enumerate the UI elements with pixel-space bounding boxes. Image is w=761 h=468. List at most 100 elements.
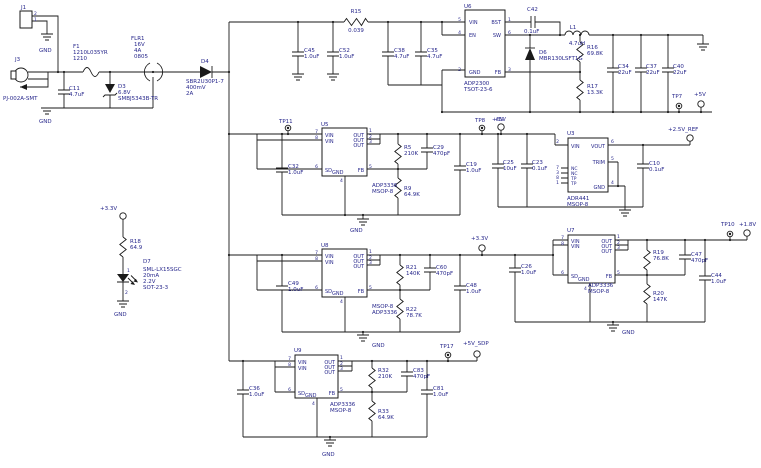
j1-ground xyxy=(40,33,54,41)
u9-num-4: 4 xyxy=(312,401,315,407)
u8-num-7: 7 xyxy=(315,250,318,256)
ldo-u7-section xyxy=(508,229,751,332)
c83-val: 470pF xyxy=(413,374,430,380)
net-5v-ldo-label: +5V xyxy=(494,117,506,123)
c29-val: 470pF xyxy=(433,151,450,157)
u8-pin-out1: OUT xyxy=(353,254,365,260)
d7-num-1: 1 xyxy=(127,268,130,274)
u7-pin-fb: FB xyxy=(606,274,613,280)
r20-resistor xyxy=(643,283,651,305)
u9-ground xyxy=(323,439,337,447)
d7-part: SML-LX15SGC xyxy=(143,267,182,273)
r5-resistor xyxy=(394,143,402,165)
c19-val: 1.0uF xyxy=(466,168,481,174)
u3-pin-tp2: TP xyxy=(570,181,577,187)
d3-zener-diode xyxy=(103,84,117,97)
r33-ref: R33 xyxy=(378,409,389,415)
u8-pin-fb: FB xyxy=(358,289,365,295)
c42-val: 0.1uF xyxy=(524,29,539,35)
u8-pin-vin2: VIN xyxy=(325,260,334,266)
u7-num-6: 6 xyxy=(561,270,564,276)
u3-adr441-box xyxy=(568,138,608,192)
d4-part: SBR2U30P1-7 xyxy=(186,79,224,85)
u5-num-3: 3 xyxy=(369,139,372,145)
u8-num-4: 4 xyxy=(340,299,343,305)
tp10-label: TP10 xyxy=(720,222,735,228)
u3-num-4: 4 xyxy=(611,180,614,186)
u5-num-6: 6 xyxy=(315,164,318,170)
u8-pin-gnd: GND xyxy=(332,291,344,297)
u9-pin-out1: OUT xyxy=(324,360,336,366)
rail-5v-label: +5V xyxy=(492,117,504,123)
u6-pin-fb: FB xyxy=(495,70,502,76)
c60-capacitor xyxy=(423,267,437,273)
r22-ref: R22 xyxy=(406,307,417,313)
u6-pin-gnd: GND xyxy=(469,70,481,76)
u9-pin-gnd: GND xyxy=(305,393,317,399)
d6-schottky-diode xyxy=(525,48,535,60)
c32-ref: C32 xyxy=(288,164,299,170)
tp7-label: TP7 xyxy=(671,94,683,100)
u3-pin-nc2: NC xyxy=(571,171,578,177)
net-3v3-terminal xyxy=(478,244,486,252)
u3-ref: U3 xyxy=(567,131,575,137)
u6-part: ADP2300 xyxy=(464,81,490,87)
c23-val: 0.1uF xyxy=(532,166,547,172)
buck-wires xyxy=(229,16,712,361)
u7-pkg: MSOP-8 xyxy=(588,289,610,295)
u3-num-1: 1 xyxy=(556,180,559,186)
d7-num-2: 2 xyxy=(125,290,128,296)
r18-ref: R18 xyxy=(130,239,141,245)
c37-val: 22uF xyxy=(646,70,660,76)
c29-ref: C29 xyxy=(433,145,444,151)
tp11-testpoint xyxy=(284,124,292,132)
d3-part: SMBJ5343B-TR xyxy=(118,96,158,102)
ldo5-wires xyxy=(229,130,568,219)
r5-ref: R5 xyxy=(404,145,412,151)
u7-ground xyxy=(606,324,620,332)
c52-capacitor xyxy=(326,51,340,57)
c40-val: 22uF xyxy=(673,70,687,76)
d4-amp: 2A xyxy=(186,91,193,97)
c26-val: 1.0uF xyxy=(521,270,536,276)
d7-ref: D7 xyxy=(143,259,151,265)
u9-pkg: MSOP-8 xyxy=(330,408,352,414)
u6-num-6: 6 xyxy=(508,30,511,36)
u6-pin-vin: VIN xyxy=(469,20,478,26)
ldo-u8-section xyxy=(229,244,553,342)
d7-led xyxy=(117,274,138,285)
u3-num-2: 2 xyxy=(556,139,559,145)
u9-num-3: 3 xyxy=(340,366,343,372)
u7-ref: U7 xyxy=(567,228,575,234)
u9-gnd-label: GND xyxy=(322,452,335,458)
u7-pin-sd: SD xyxy=(571,274,578,280)
c45-ref: C45 xyxy=(304,48,315,54)
r9-val: 64.9K xyxy=(404,192,420,198)
c83-ref: C83 xyxy=(413,368,424,374)
u8-adp3336-box xyxy=(322,249,367,297)
c44-capacitor xyxy=(698,275,712,281)
l1-val: 4.7uH xyxy=(569,41,585,47)
u5-part: ADP3336 xyxy=(372,183,398,189)
u5-pin-gnd: GND xyxy=(332,170,344,176)
r21-val: 140K xyxy=(406,271,420,277)
r32-resistor xyxy=(368,367,376,389)
r17-ref: R17 xyxy=(587,84,598,90)
u9-num-2: 2 xyxy=(340,361,343,367)
led-ground xyxy=(116,300,130,308)
u9-num-5: 5 xyxy=(340,387,343,393)
output-ground xyxy=(696,43,710,51)
r17-val: 13.3K xyxy=(587,90,603,96)
d4-ref: D4 xyxy=(201,59,209,65)
c10-ref: C10 xyxy=(649,161,660,167)
d3-val: 6.8V xyxy=(118,90,131,96)
net-5v-terminal xyxy=(697,100,705,108)
u6-pin-en: EN xyxy=(469,33,476,39)
u8-pin-out2: OUT xyxy=(353,259,365,265)
net-5v-sdp-label: +5V_SDP xyxy=(463,341,489,347)
u7-num-5: 5 xyxy=(617,270,620,276)
c48-capacitor xyxy=(453,285,467,291)
u5-num-1: 1 xyxy=(369,128,372,134)
c11-ref: C11 xyxy=(69,86,80,92)
net-5v-ldo-terminal xyxy=(497,123,505,131)
